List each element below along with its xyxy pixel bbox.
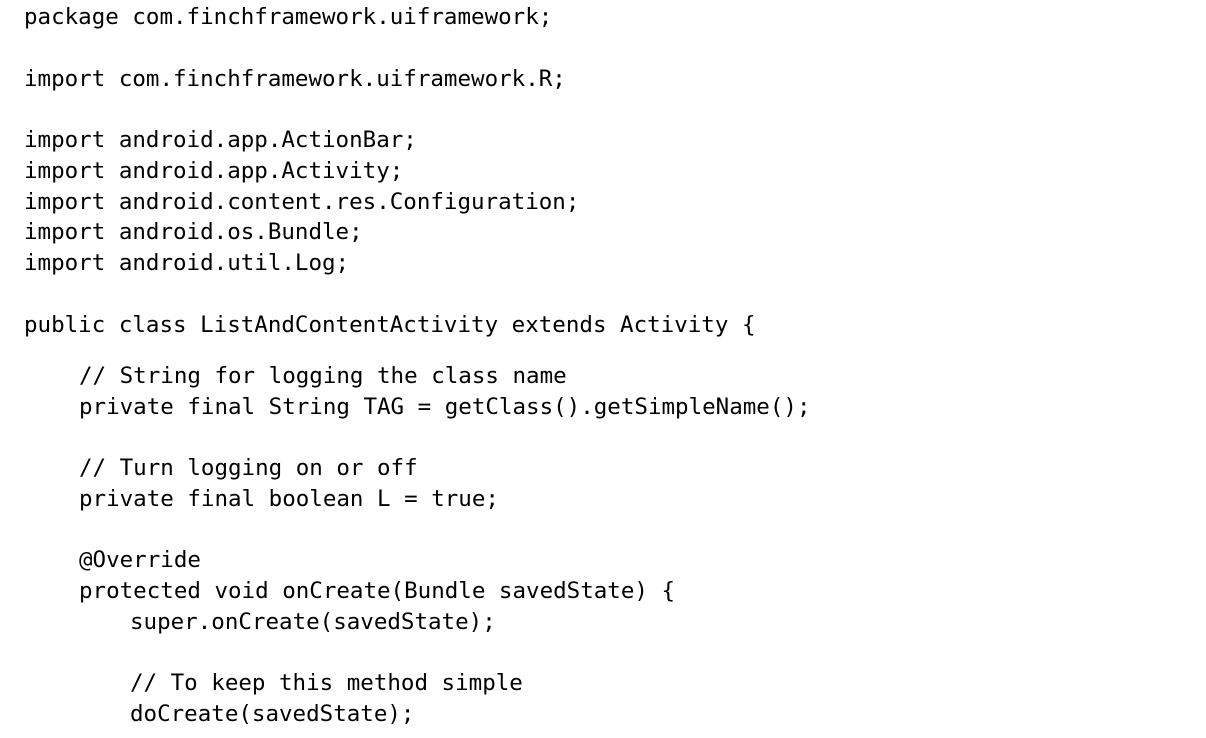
code-line-import-actionbar: import android.app.ActionBar; bbox=[24, 127, 417, 153]
code-line-override-annotation: @Override bbox=[79, 547, 201, 573]
code-line-comment-tag: // String for logging the class name bbox=[79, 363, 567, 389]
code-line-package: package com.finchframework.uiframework; bbox=[24, 4, 553, 30]
code-line-logging-field: private final boolean L = true; bbox=[79, 486, 499, 512]
code-line-comment-logging: // Turn logging on or off bbox=[79, 455, 418, 481]
code-line-import-bundle: import android.os.Bundle; bbox=[24, 219, 363, 245]
code-line-import-r: import com.finchframework.uiframework.R; bbox=[24, 66, 566, 92]
code-line-super-oncreate: super.onCreate(savedState); bbox=[130, 609, 496, 635]
code-line-comment-simple: // To keep this method simple bbox=[130, 670, 523, 696]
code-line-import-activity: import android.app.Activity; bbox=[24, 158, 404, 184]
code-line-tag-field: private final String TAG = getClass().ge… bbox=[79, 394, 811, 420]
code-line-docreate-call: doCreate(savedState); bbox=[130, 701, 415, 727]
code-line-class-declaration: public class ListAndContentActivity exte… bbox=[24, 312, 756, 338]
code-line-oncreate-signature: protected void onCreate(Bundle savedStat… bbox=[79, 578, 676, 604]
code-line-import-configuration: import android.content.res.Configuration… bbox=[24, 189, 580, 215]
code-line-import-log: import android.util.Log; bbox=[24, 250, 350, 276]
